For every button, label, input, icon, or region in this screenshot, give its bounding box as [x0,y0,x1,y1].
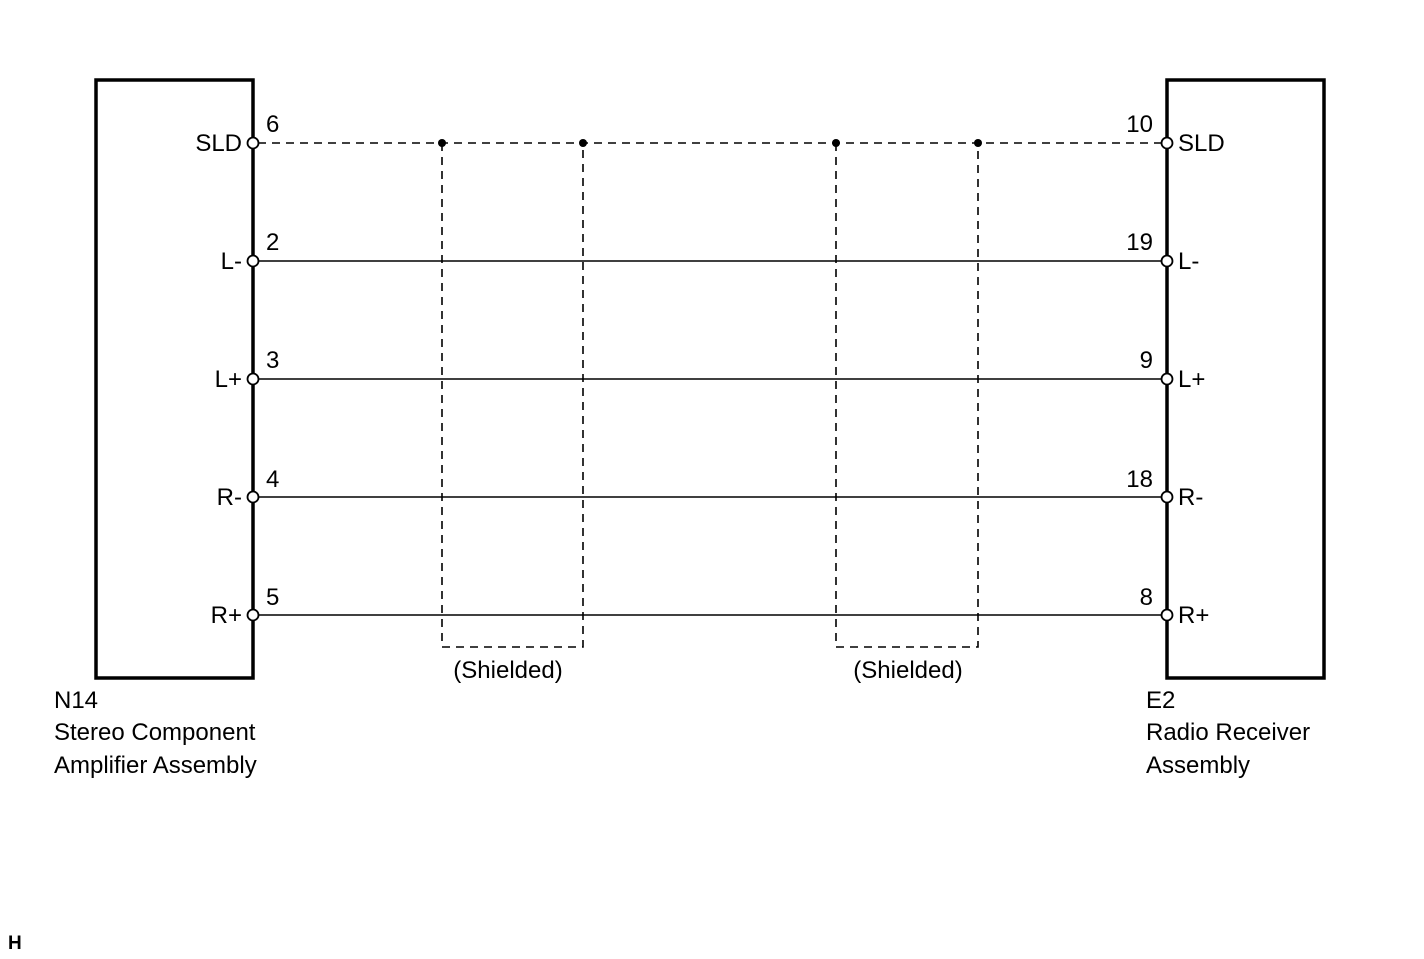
right-terminal [1160,490,1174,504]
right-pin-label: R- [1178,484,1203,511]
shield-enclosure-right [835,143,979,648]
junction-dot [579,139,587,147]
corner-mark: H [8,933,22,954]
junction-dot [832,139,840,147]
left-component-code: N14 [54,687,98,714]
junction-dot [974,139,982,147]
left-pin-label: L+ [215,366,242,393]
left-pin-number: 3 [266,347,279,374]
junction-dot [438,139,446,147]
right-pin-label: L- [1178,248,1199,275]
right-pin-label: SLD [1178,130,1225,157]
left-terminal [246,490,260,504]
left-pin-label: SLD [195,130,242,157]
shield-label-right: (Shielded) [853,657,962,684]
left-pin-label: R+ [211,602,242,629]
right-terminal [1160,608,1174,622]
left-terminal [246,254,260,268]
right-component-name-line: Assembly [1146,752,1250,779]
left-component-name-line: Stereo Component [54,719,256,746]
right-terminal [1160,136,1174,150]
shield-enclosure-left [441,143,584,648]
left-pin-label: L- [221,248,242,275]
right-pin-label: L+ [1178,366,1205,393]
right-pin-number: 19 [1126,229,1153,256]
shield-label-left: (Shielded) [453,657,562,684]
right-pin-number: 10 [1126,111,1153,138]
right-pin-label: R+ [1178,602,1209,629]
right-terminal [1160,372,1174,386]
right-terminal [1160,254,1174,268]
right-pin-number: 8 [1140,584,1153,611]
right-pin-number: 9 [1140,347,1153,374]
left-pin-number: 4 [266,466,279,493]
left-terminal [246,136,260,150]
left-pin-number: 5 [266,584,279,611]
right-component-code: E2 [1146,687,1175,714]
left-pin-number: 2 [266,229,279,256]
left-terminal [246,608,260,622]
left-pin-label: R- [217,484,242,511]
left-terminal [246,372,260,386]
right-component-name-line: Radio Receiver [1146,719,1310,746]
left-pin-number: 6 [266,111,279,138]
right-pin-number: 18 [1126,466,1153,493]
left-component-name-line: Amplifier Assembly [54,752,257,779]
